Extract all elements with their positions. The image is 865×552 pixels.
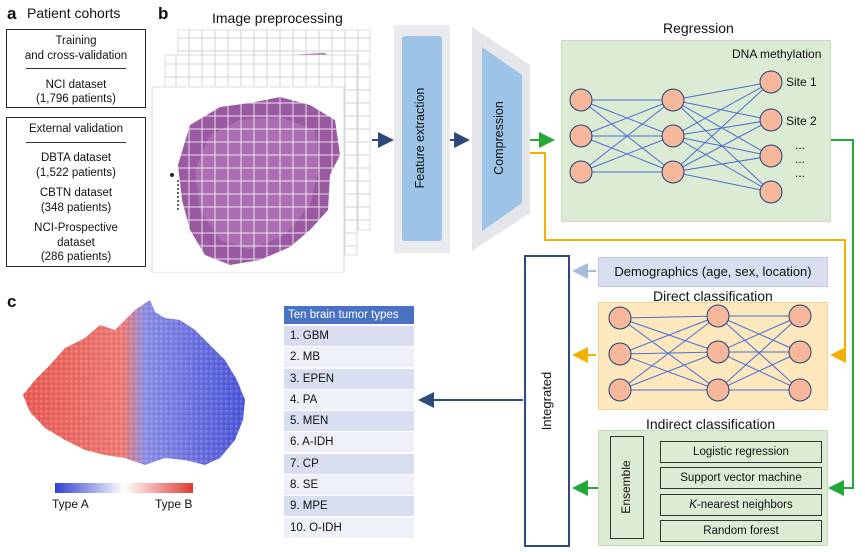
- knn-box: K-nearest neighbors: [660, 494, 822, 516]
- ellipsis-3: ...: [795, 166, 806, 180]
- feature-extraction-box: [402, 36, 442, 241]
- regression-box: [561, 40, 831, 222]
- compression-fill: [482, 47, 522, 231]
- tumor-type-item: 9. MPE: [284, 496, 414, 517]
- arrow-compression-to-direct: [530, 152, 846, 363]
- training-cohort-box: Training and cross-validation NCI datase…: [6, 29, 146, 108]
- external-cohort-box: External validation DBTA dataset (1,522 …: [6, 117, 146, 267]
- tumor-type-item: 4. PA: [284, 389, 414, 410]
- nci-dataset-name: NCI dataset: [45, 78, 107, 91]
- tumor-type-item: 3. EPEN: [284, 368, 414, 389]
- slide-marker-dot: [170, 173, 174, 177]
- dna-methylation-label: DNA methylation: [732, 47, 822, 61]
- direct-network: [608, 304, 812, 402]
- cbtn-dataset-count: (348 patients): [40, 201, 112, 214]
- cohorts-title: Patient cohorts: [27, 5, 121, 21]
- random-forest-box: Random forest: [660, 520, 822, 542]
- regression-label: Regression: [663, 20, 734, 36]
- tumor-type-item: 10. O-IDH: [284, 517, 414, 538]
- logistic-regression-box: Logistic regression: [660, 441, 822, 463]
- external-heading: External validation: [29, 123, 123, 135]
- demographics-box: Demographics (age, sex, location): [598, 257, 828, 287]
- svm-box: Support vector machine: [660, 467, 822, 489]
- tumor-type-item: 7. CP: [284, 453, 414, 474]
- direct-edges: [619, 315, 801, 391]
- direct-nodes: [608, 304, 812, 402]
- colorbar-label-type-a: Type A: [52, 497, 89, 511]
- tumor-type-item: 1. GBM: [284, 326, 414, 346]
- ellipsis-2: ...: [795, 152, 806, 166]
- external-divider: [26, 141, 126, 143]
- integrated-label: Integrated: [539, 371, 554, 431]
- heatmap-colorbar: [55, 483, 193, 493]
- panel-letter-a: a: [7, 4, 17, 23]
- ensemble-box: [610, 436, 644, 539]
- site1-label: Site 1: [786, 75, 817, 89]
- regression-nodes: [569, 70, 783, 204]
- integrated-box: [524, 255, 570, 547]
- training-heading-line1: Training: [55, 35, 97, 47]
- tumor-type-item: 6. A-IDH: [284, 432, 414, 453]
- nci-dataset-count: (1,796 patients): [36, 93, 116, 105]
- tumor-type-item: 2. MB: [284, 347, 414, 368]
- nci-prospective-name-line1: NCI-Prospective: [34, 222, 118, 234]
- site2-label: Site 2: [786, 114, 817, 128]
- direct-classification-label: Direct classification: [653, 288, 773, 304]
- regression-edges: [580, 81, 772, 193]
- tumor-types-header: Ten brain tumor types: [284, 306, 414, 324]
- slide-front-grid: [152, 87, 344, 272]
- dbta-dataset-count: (1,522 patients): [36, 166, 116, 179]
- heatmap: [23, 300, 245, 465]
- dbta-dataset-name: DBTA dataset: [40, 152, 112, 164]
- feature-extraction-label: Feature extraction: [413, 87, 427, 189]
- regression-network: [569, 70, 783, 204]
- training-heading-line2: and cross-validation: [24, 49, 128, 62]
- compression-shape: [472, 27, 530, 251]
- knn-k-label: K: [689, 499, 697, 511]
- panel-letter-b: b: [158, 4, 169, 23]
- image-preprocessing-label: Image preprocessing: [212, 10, 343, 26]
- tumor-type-item: 8. SE: [284, 475, 414, 496]
- indirect-classification-label: Indirect classification: [646, 416, 776, 432]
- training-divider: [26, 68, 126, 69]
- ensemble-label: Ensemble: [619, 460, 633, 514]
- nci-prospective-count: (286 patients): [40, 251, 112, 263]
- panel-letter-c: c: [7, 292, 17, 311]
- heatmap-texture: [23, 300, 245, 465]
- colorbar-label-type-b: Type B: [155, 497, 193, 511]
- knn-label: -nearest neighbors: [696, 499, 793, 511]
- cbtn-dataset-name: CBTN dataset: [39, 187, 113, 199]
- tumor-type-item: 5. MEN: [284, 411, 414, 432]
- compression-label: Compression: [492, 101, 506, 175]
- arrow-regression-to-indirect: [828, 139, 854, 496]
- ellipsis-1: ...: [795, 138, 806, 152]
- nci-prospective-name-line2: dataset: [57, 236, 95, 249]
- tumor-types-list: 1. GBM 2. MB 3. EPEN 4. PA 5. MEN 6. A-I…: [284, 326, 414, 538]
- slide-stack: [151, 29, 371, 273]
